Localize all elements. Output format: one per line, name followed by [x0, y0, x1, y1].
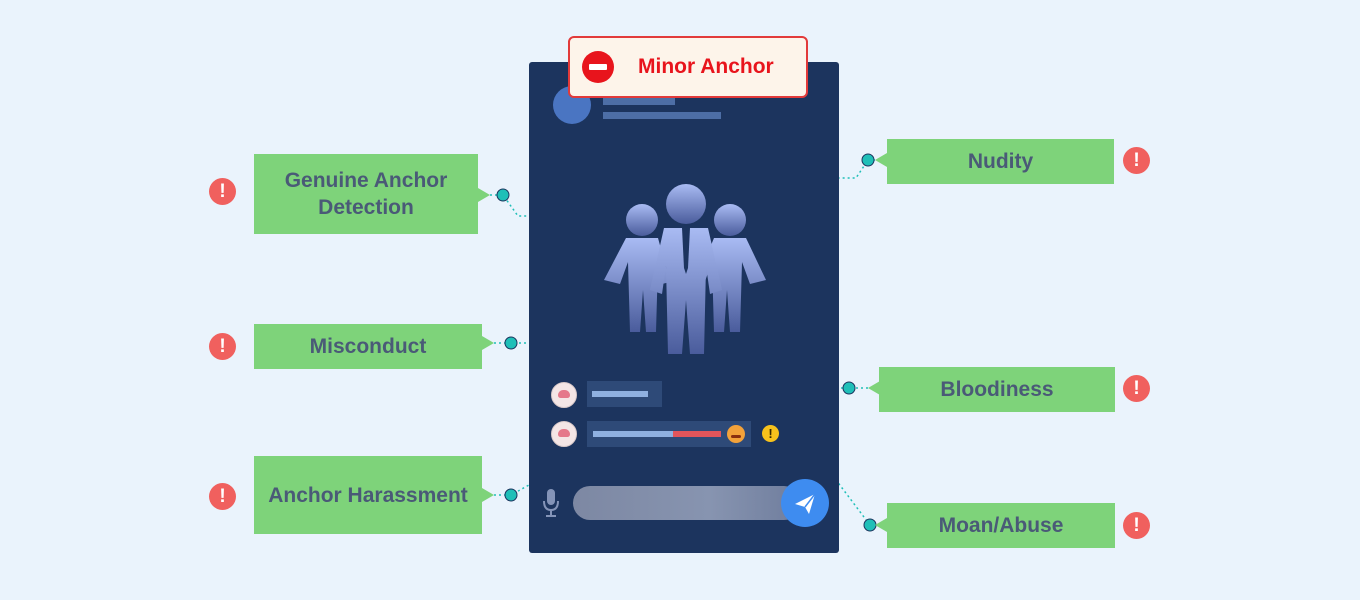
connector-dot-bloodiness — [842, 381, 856, 395]
connector-dot-genuine — [496, 188, 510, 202]
alert-icon-misconduct: ! — [209, 333, 236, 360]
connector-dot-misconduct — [504, 336, 518, 350]
alert-icon-bloodiness: ! — [1123, 375, 1150, 402]
microphone-icon[interactable] — [541, 488, 561, 518]
label-anchor-harassment: Anchor Harassment — [254, 456, 482, 534]
chat-input[interactable] — [573, 486, 801, 520]
alert-icon-moan: ! — [1123, 512, 1150, 539]
chat-text-bar-2 — [593, 431, 673, 437]
send-button[interactable] — [781, 479, 829, 527]
connector-dot-harassment — [504, 488, 518, 502]
alert-icon-harassment: ! — [209, 483, 236, 510]
chat-avatar-1 — [551, 382, 577, 408]
warning-icon: ! — [762, 425, 779, 442]
label-genuine-anchor-detection: Genuine Anchor Detection — [254, 154, 478, 234]
status-badge: Minor Anchor — [568, 36, 808, 98]
label-moan-abuse: Moan/Abuse — [887, 503, 1115, 548]
alert-icon-nudity: ! — [1123, 147, 1150, 174]
chat-text-bar-1 — [592, 391, 648, 397]
connector-dot-nudity — [861, 153, 875, 167]
label-misconduct: Misconduct — [254, 324, 482, 369]
connector-genuine — [480, 194, 608, 217]
status-badge-text: Minor Anchor — [638, 55, 774, 78]
no-entry-icon — [582, 51, 614, 83]
send-icon — [795, 493, 816, 514]
connector-dot-moan — [863, 518, 877, 532]
label-nudity: Nudity — [887, 139, 1114, 184]
people-group-icon — [604, 184, 766, 354]
angry-face-icon — [727, 425, 745, 443]
chat-text-bar-2-flagged — [673, 431, 721, 437]
label-bloodiness: Bloodiness — [879, 367, 1115, 412]
streamer-subtitle-bar — [603, 112, 721, 119]
chat-avatar-2 — [551, 421, 577, 447]
alert-icon-genuine: ! — [209, 178, 236, 205]
streamer-name-bar — [603, 98, 675, 105]
